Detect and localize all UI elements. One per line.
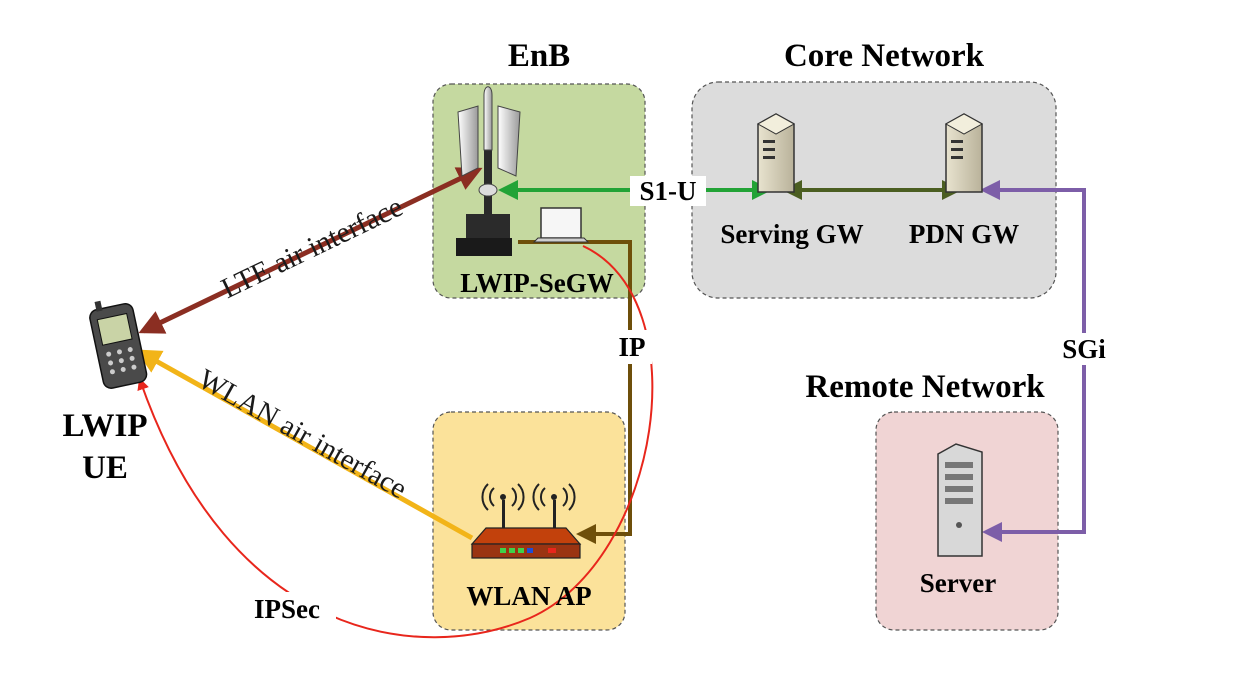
- wlan-air-label: WLAN air interface: [193, 363, 412, 505]
- serving-gw-server-icon: [756, 113, 796, 193]
- ue-label-line2: UE: [82, 450, 128, 486]
- phone-icon: [89, 300, 148, 389]
- lte-air-link: [138, 167, 483, 334]
- pdn-gw-server-icon: [944, 113, 984, 193]
- core-network-title: Core Network: [784, 38, 985, 74]
- lte-tower-icon: [456, 86, 521, 256]
- ue-label-line1: LWIP: [63, 408, 148, 444]
- s1u-label-bg: [630, 176, 706, 206]
- lwip-segw-label: LWIP-SeGW: [460, 268, 614, 298]
- serving-gw-label: Serving GW: [720, 219, 863, 249]
- wlan-air-link: [135, 349, 474, 541]
- ip-label-bg: [612, 330, 652, 364]
- ipsec-label: IPSec: [254, 594, 320, 624]
- pdn-gw-label: PDN GW: [909, 219, 1019, 249]
- remote-server-icon: [937, 443, 983, 557]
- wifi-router-icon: [470, 483, 582, 559]
- remote-network-title: Remote Network: [805, 369, 1045, 405]
- lte-air-label: LTE air interface: [216, 191, 407, 305]
- s1u-label: S1-U: [639, 176, 696, 206]
- ip-label: IP: [619, 332, 646, 362]
- wlan-group-box: [432, 411, 626, 631]
- sgi-label-bg: [1056, 333, 1112, 365]
- laptop-icon: [532, 207, 590, 243]
- enb-title: EnB: [508, 38, 570, 74]
- ipsec-label-bg: [238, 592, 336, 626]
- server-label: Server: [920, 568, 996, 598]
- sgi-label: SGi: [1062, 334, 1106, 364]
- wlan-ap-label: WLAN AP: [466, 581, 591, 611]
